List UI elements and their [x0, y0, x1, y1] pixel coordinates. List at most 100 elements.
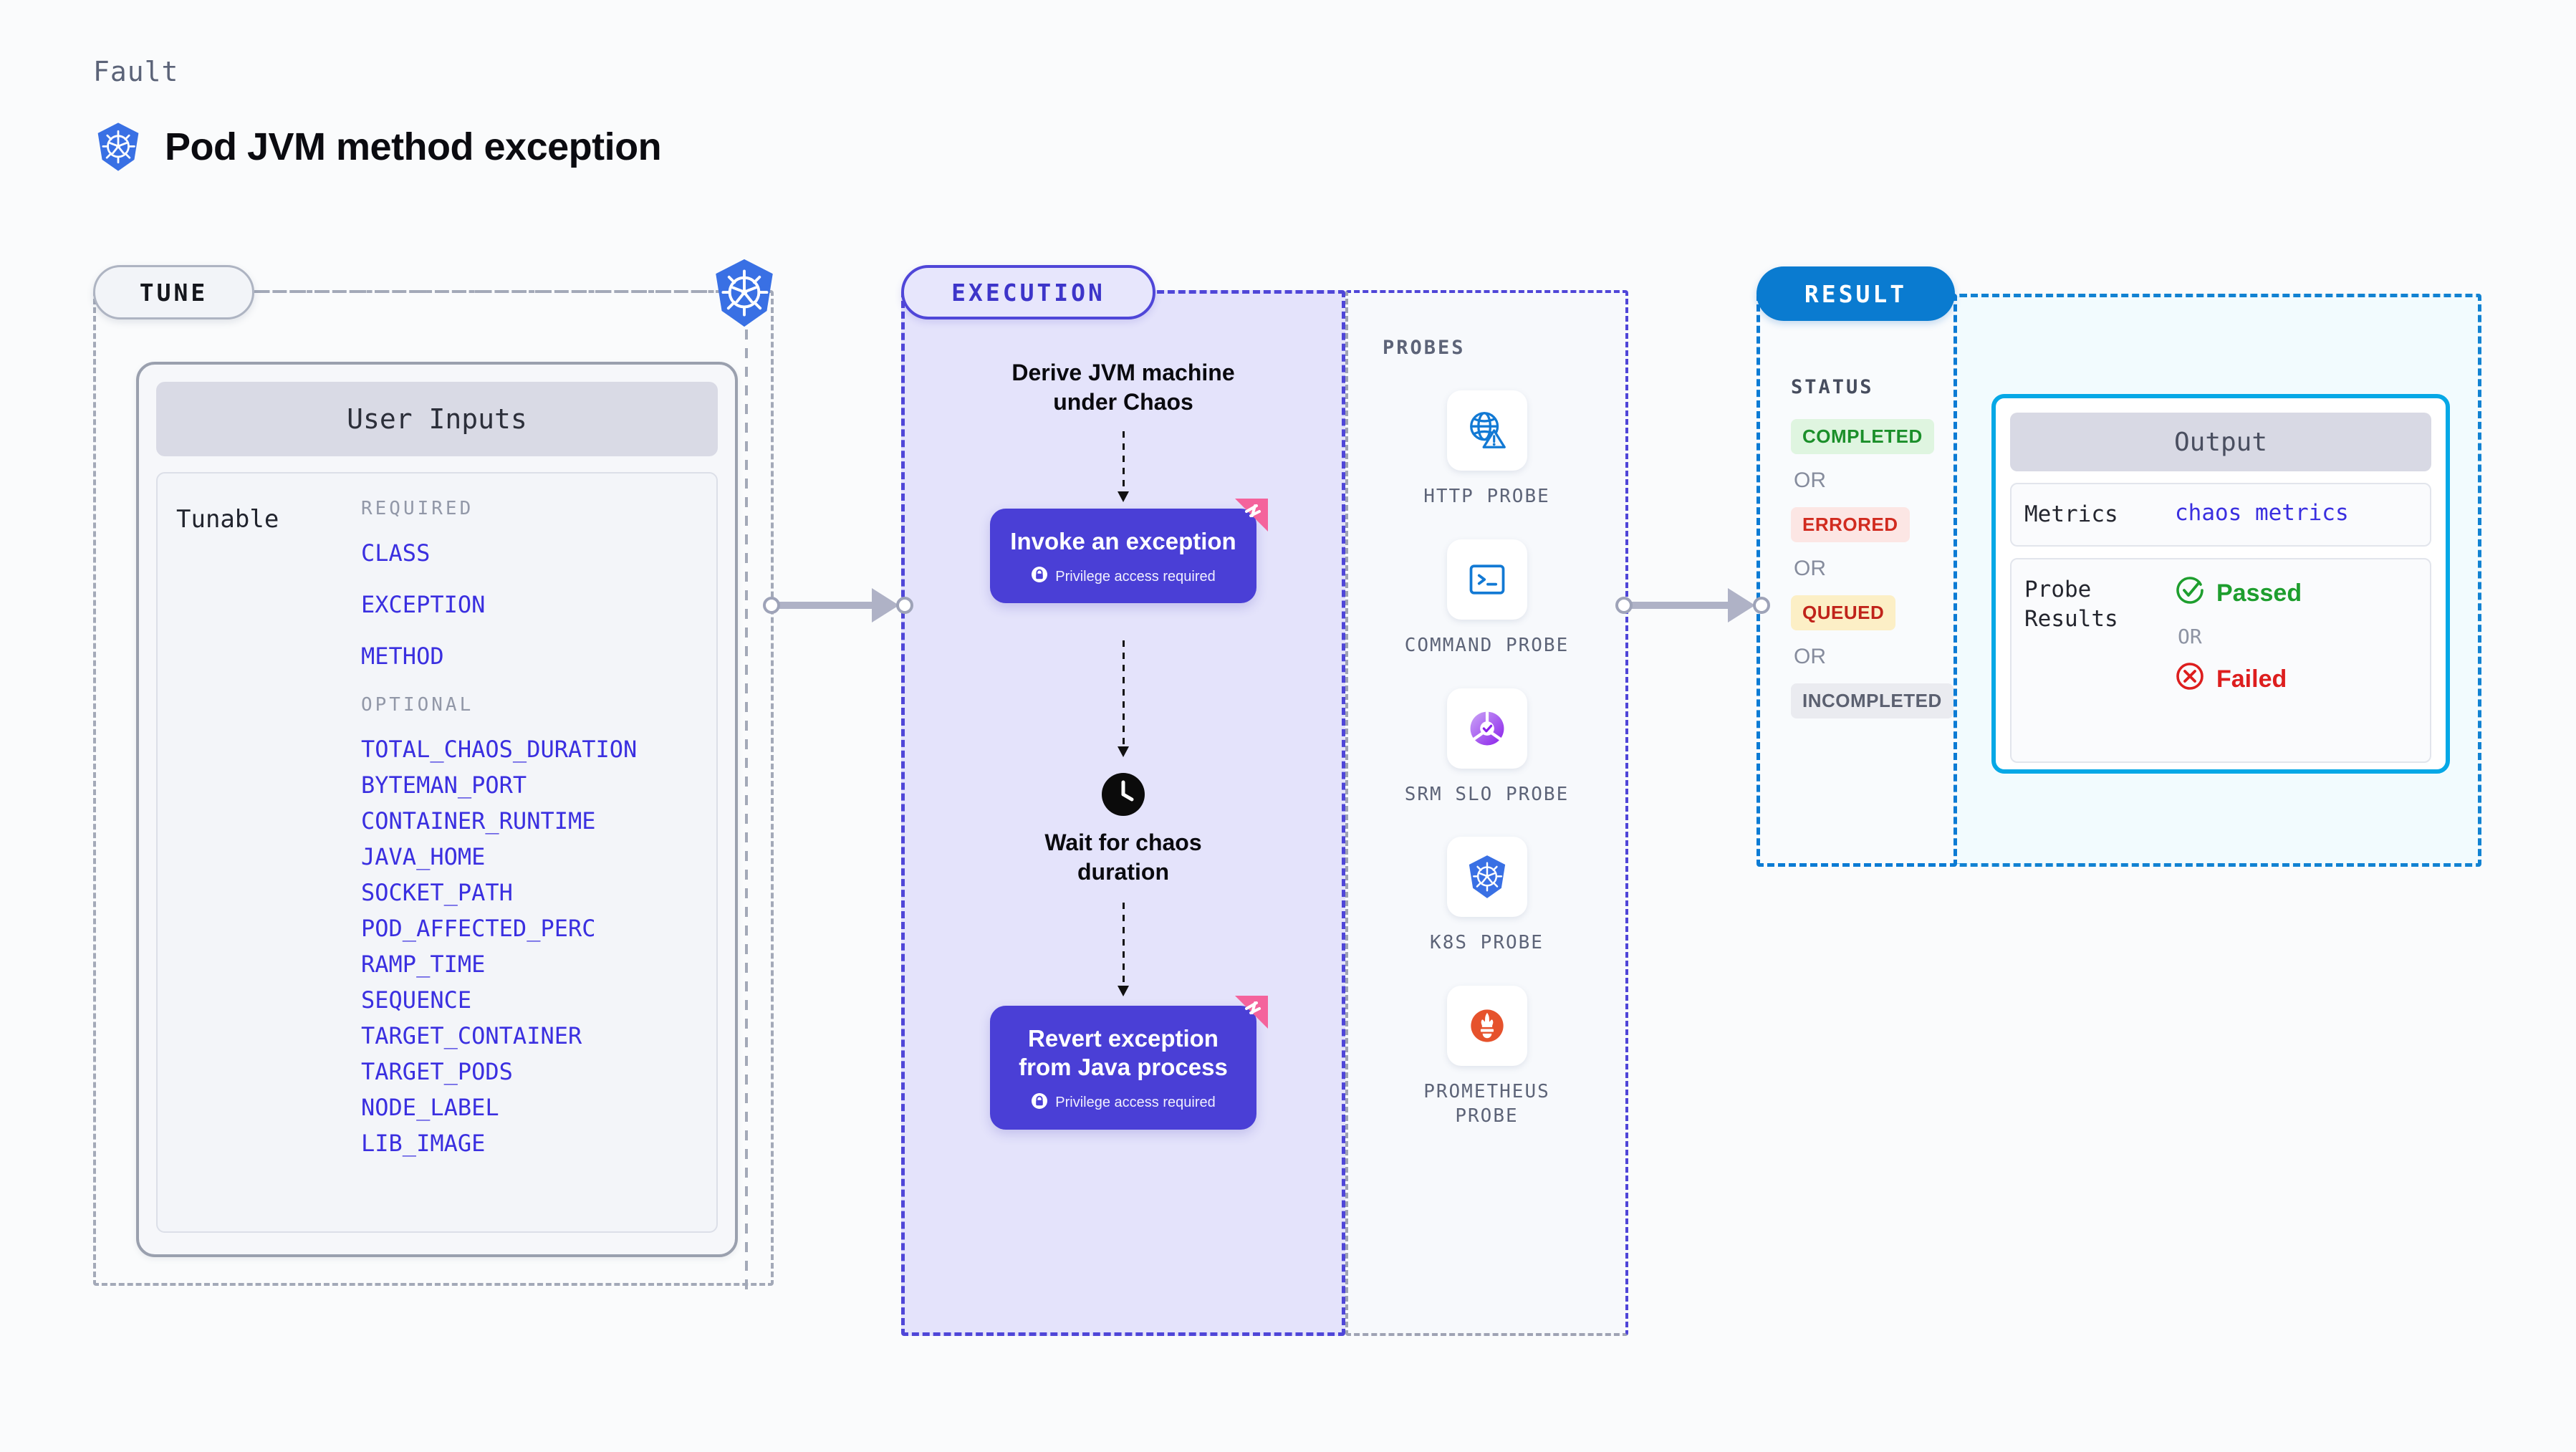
flow-card-title: Revert exception from Java process	[1019, 1025, 1228, 1081]
kubernetes-icon	[1446, 837, 1527, 918]
connector-line	[772, 602, 879, 609]
connector-dot	[1753, 597, 1770, 614]
connector-dot	[763, 597, 780, 614]
verdict-failed-label: Failed	[2216, 665, 2287, 693]
clock-icon	[1101, 772, 1145, 817]
result-status-region	[1756, 294, 1957, 867]
execution-flow: Derive JVM machine under Chaos Invoke an…	[901, 358, 1345, 1318]
flow-card-invoke-exception[interactable]: Invoke an exception Privilege access req…	[990, 498, 1268, 604]
probe-item-http[interactable]: HTTP PROBE	[1398, 390, 1577, 509]
kubernetes-icon	[709, 258, 779, 328]
privilege-note-text: Privilege access required	[1055, 568, 1216, 585]
output-header: Output	[2010, 413, 2431, 471]
page-title-row: Pod JVM method exception	[95, 122, 662, 172]
required-parameter-list: CLASS EXCEPTION METHOD	[361, 539, 709, 670]
parameter-sequence[interactable]: SEQUENCE	[361, 986, 472, 1014]
tune-region-right-dashed-line	[745, 330, 748, 1289]
harness-corner-icon	[1231, 494, 1272, 536]
connector-line	[1624, 602, 1735, 609]
kubernetes-icon	[95, 122, 142, 172]
flow-card-revert-exception[interactable]: Revert exception from Java process Privi…	[990, 996, 1268, 1130]
probe-caption: K8S PROBE	[1430, 932, 1544, 954]
metrics-value[interactable]: chaos metrics	[2175, 500, 2349, 526]
status-badge-completed: COMPLETED	[1791, 419, 1934, 454]
flow-arrow-down	[1117, 431, 1129, 502]
tune-connector-dashed-line	[254, 290, 727, 293]
parameter-socket_path[interactable]: SOCKET_PATH	[361, 879, 513, 906]
probe-results-verdicts: Passed OR Failed	[2175, 575, 2302, 698]
verdict-passed: Passed	[2175, 575, 2302, 612]
privilege-note: Privilege access required	[1003, 1092, 1244, 1114]
parameter-node_label[interactable]: NODE_LABEL	[361, 1094, 499, 1121]
parameter-ramp_time[interactable]: RAMP_TIME	[361, 951, 486, 978]
parameter-class[interactable]: CLASS	[361, 539, 431, 567]
probe-item-prometheus[interactable]: PROMETHEUS PROBE	[1398, 986, 1577, 1129]
tunable-label: Tunable	[176, 505, 279, 534]
probe-caption: HTTP PROBE	[1423, 486, 1550, 507]
flow-arrow-down	[1117, 640, 1129, 758]
verdict-passed-label: Passed	[2216, 579, 2302, 607]
metrics-key: Metrics	[2024, 501, 2118, 527]
probe-results-row: Probe Results Passed OR	[2010, 557, 2431, 763]
flow-card-title: Invoke an exception	[1010, 527, 1236, 554]
flow-arrow-down	[1117, 903, 1129, 997]
parameter-byteman_port[interactable]: BYTEMAN_PORT	[361, 771, 527, 799]
flow-step-wait-chaos: Wait for chaos duration	[1044, 830, 1202, 885]
user-inputs-body: Tunable REQUIRED CLASS EXCEPTION METHOD OP…	[156, 472, 718, 1233]
parameter-exception[interactable]: EXCEPTION	[361, 591, 486, 618]
region-pill-result[interactable]: RESULT	[1756, 266, 1955, 321]
probe-results-key: Probe Results	[2024, 576, 2118, 632]
parameter-lib_image[interactable]: LIB_IMAGE	[361, 1130, 486, 1157]
fault-kicker: Fault	[93, 56, 179, 87]
parameter-java_home[interactable]: JAVA_HOME	[361, 843, 486, 870]
optional-group-title: OPTIONAL	[361, 694, 474, 716]
lock-icon	[1031, 566, 1048, 587]
output-card: Output Metrics chaos metrics Probe Resul…	[1991, 394, 2450, 774]
connector-arrowhead	[1728, 588, 1755, 622]
lock-icon	[1031, 1092, 1048, 1114]
status-or: OR	[1794, 557, 1826, 580]
probe-item-command[interactable]: COMMAND PROBE	[1398, 539, 1577, 658]
status-or: OR	[1794, 645, 1826, 668]
page-title: Pod JVM method exception	[165, 125, 662, 168]
parameter-total_chaos_duration[interactable]: TOTAL_CHAOS_DURATION	[361, 736, 638, 763]
connector-dot	[1615, 597, 1633, 614]
region-pill-tune[interactable]: TUNE	[93, 265, 254, 319]
probes-list: HTTP PROBE COMMAND PROBE	[1345, 390, 1628, 1129]
connector-arrowhead	[872, 588, 899, 622]
check-circle-icon	[2175, 575, 2205, 612]
harness-corner-icon	[1231, 991, 1272, 1033]
status-or: OR	[1794, 468, 1826, 492]
slo-donut-check-icon	[1446, 688, 1527, 769]
status-badge-queued: QUEUED	[1791, 595, 1896, 630]
parameters-column: REQUIRED CLASS EXCEPTION METHOD OPTIONAL T…	[361, 498, 709, 1224]
optional-parameter-list: TOTAL_CHAOS_DURATION BYTEMAN_PORT CONTAINE…	[361, 736, 709, 1157]
region-pill-execution[interactable]: EXECUTION	[901, 265, 1155, 319]
flow-step-derive-jvm: Derive JVM machine under Chaos	[1011, 360, 1235, 415]
parameter-target_pods[interactable]: TARGET_PODS	[361, 1058, 513, 1085]
metrics-row: Metrics chaos metrics	[2010, 483, 2431, 547]
status-list: COMPLETED OR ERRORED OR QUEUED OR INCOMPLETED	[1791, 419, 1963, 718]
prometheus-flame-icon	[1446, 986, 1527, 1067]
status-badge-errored: ERRORED	[1791, 507, 1910, 542]
connector-dot	[896, 597, 913, 614]
verdict-or: OR	[2178, 624, 2202, 648]
probe-item-k8s[interactable]: K8S PROBE	[1398, 837, 1577, 956]
verdict-failed: Failed	[2175, 661, 2302, 698]
x-circle-icon	[2175, 661, 2205, 698]
connector-tune-to-execution	[763, 584, 913, 627]
parameter-container_runtime[interactable]: CONTAINER_RUNTIME	[361, 807, 596, 835]
probe-item-srm-slo[interactable]: SRM SLO PROBE	[1398, 688, 1577, 807]
probe-caption: SRM SLO PROBE	[1404, 783, 1570, 805]
connector-probes-to-result	[1615, 584, 1773, 627]
required-group-title: REQUIRED	[361, 498, 474, 519]
privilege-note: Privilege access required	[1003, 566, 1244, 587]
terminal-icon	[1446, 539, 1527, 620]
parameter-pod_affected_perc[interactable]: POD_AFFECTED_PERC	[361, 915, 596, 942]
parameter-target_container[interactable]: TARGET_CONTAINER	[361, 1022, 582, 1049]
status-badge-incompleted: INCOMPLETED	[1791, 683, 1953, 718]
parameter-method[interactable]: METHOD	[361, 643, 444, 670]
probe-caption: COMMAND PROBE	[1404, 634, 1570, 656]
status-label: STATUS	[1791, 376, 1874, 398]
